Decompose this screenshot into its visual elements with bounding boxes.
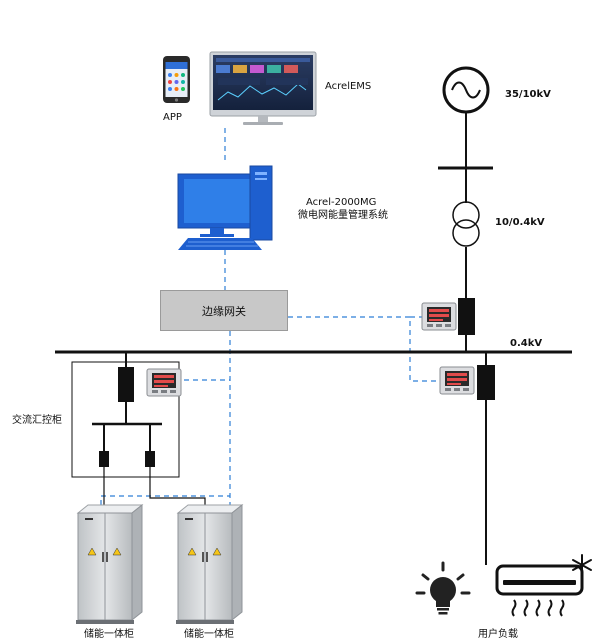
ac-cabinet-box	[71, 361, 180, 478]
ac-source-icon	[442, 66, 490, 114]
breaker-ac-main	[118, 367, 134, 402]
comm-line-cabinet-left	[100, 495, 230, 505]
storage-cabinet-1-icon	[76, 503, 144, 624]
ac-cabinet-label: 交流汇控柜	[12, 415, 62, 426]
comm-lines	[100, 128, 440, 505]
app-label: APP	[163, 112, 182, 123]
meter-grid-icon	[421, 302, 457, 331]
meter-ac-icon	[146, 368, 182, 397]
light-bulb-icon	[415, 561, 471, 615]
snowflake-icon	[572, 554, 592, 576]
breaker-ac-left	[99, 451, 109, 467]
breaker-load	[477, 365, 495, 400]
air-conditioner-icon	[495, 554, 592, 617]
transformer-icon	[452, 201, 480, 247]
power-lines	[55, 113, 572, 565]
system-title-label: Acrel-2000MG	[306, 197, 377, 208]
breaker-ac-right	[145, 451, 155, 467]
system-subtitle-label: 微电网能量管理系统	[298, 210, 388, 221]
desktop-computer-icon	[177, 165, 273, 250]
user-load-label: 用户负载	[478, 629, 518, 640]
storage-cabinet-2-icon	[176, 503, 244, 624]
edge-gateway-label: 边缘网关	[202, 304, 246, 318]
acrelems-label: AcrelEMS	[325, 81, 372, 92]
storage-cabinet-1-label: 储能一体柜	[84, 629, 134, 640]
edge-gateway-box: 边缘网关	[160, 290, 288, 331]
app-phone-icon	[163, 56, 190, 103]
comm-line-gateway-to-meters	[288, 316, 440, 382]
breaker-grid	[458, 298, 475, 335]
meter-load-icon	[439, 366, 475, 395]
voltage-bus-label: 0.4kV	[510, 338, 543, 349]
storage-cabinet-2-label: 储能一体柜	[184, 629, 234, 640]
voltage-35-10-label: 35/10kV	[505, 89, 551, 100]
voltage-10-04-label: 10/0.4kV	[495, 217, 545, 228]
ac-branch-right-bottom	[149, 467, 206, 506]
ems-monitor-icon	[209, 51, 317, 125]
